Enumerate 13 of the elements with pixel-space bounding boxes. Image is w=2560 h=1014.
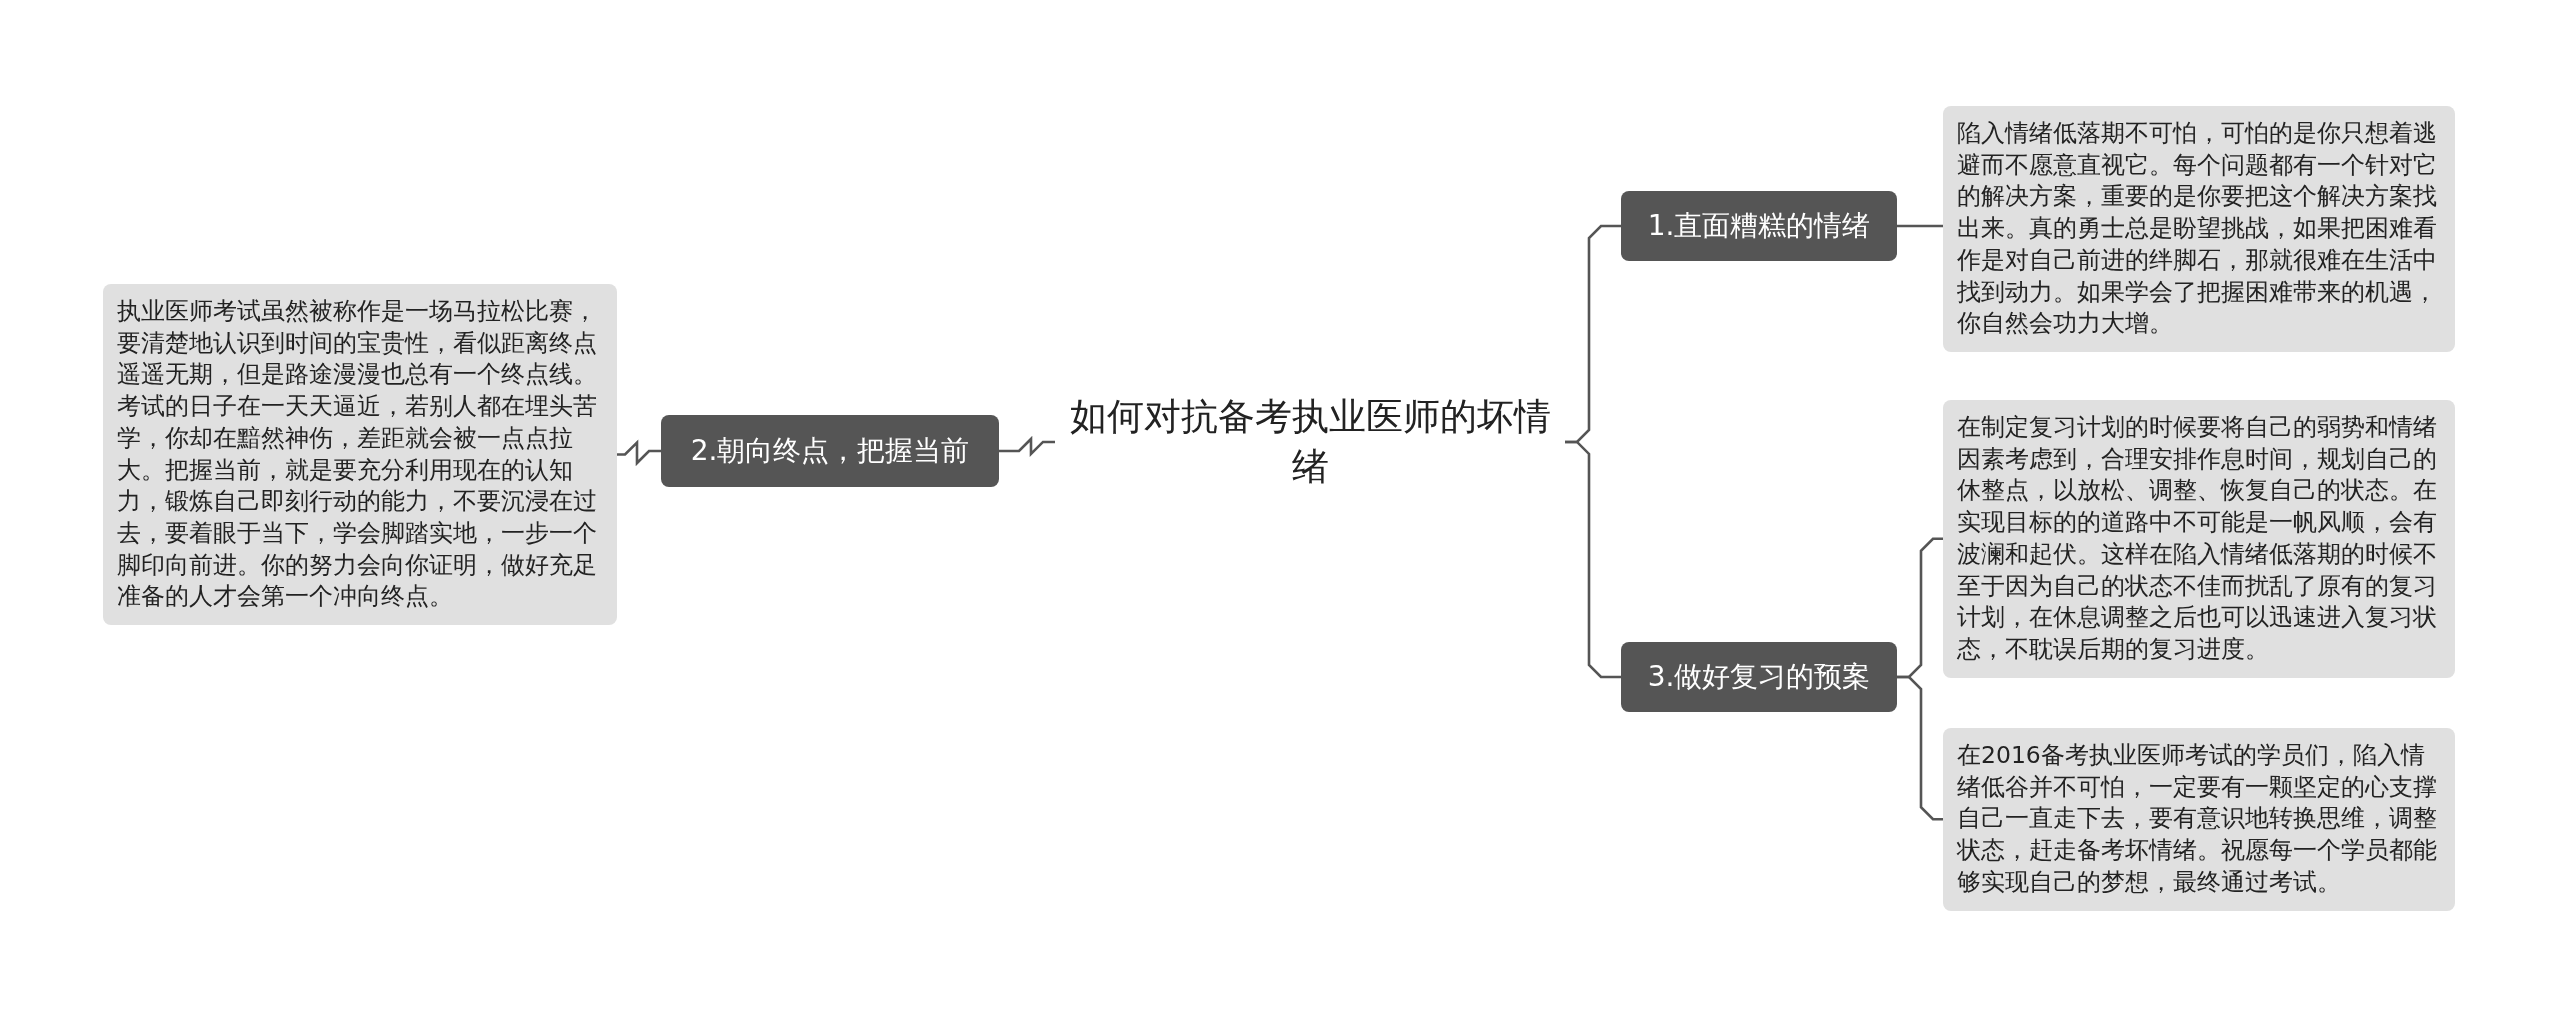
connector-line xyxy=(1897,224,1943,228)
note-card: 执业医师考试虽然被称作是一场马拉松比赛，要清楚地认识到时间的宝贵性，看似距离终点遥遥无期，但是路途漫漫也总有一个终点线。考试的日子在一天天逼近，若别人都在埋头苦学，你却在黯然神伤，差距就会被一点点拉大。把握当前，就是要充分利用现在的认知力，锻炼自己即刻行动的能力，不要沉浸在过去，要着眼于当下，学会脚踏实地，一步一个脚印向前进。你的努力会向你证明，做好充足准备的人才会第一个冲向终点。 xyxy=(103,284,617,626)
note-card: 在制定复习计划的时候要将自己的弱势和情绪因素考虑到，合理安排作息时间，规划自己的休整点，以放松、调整、恢复自己的状态。在实现目标的的道路中不可能是一帆风顺，会有波澜和起伏。这样在陷入情绪低落期的时候不至于因为自己的状态不佳而扰乱了原有的复习计划，在休息调整之后也可以迅速进入复习状态，不耽误后期的复习进度。 xyxy=(1943,400,2455,678)
connector-line xyxy=(999,435,1055,458)
note-card: 陷入情绪低落期不可怕，可怕的是你只想着逃避而不愿意直视它。每个问题都有一个针对它的解决方案，重要的是你要把这个解决方案找出来。真的勇士总是盼望挑战，如果把困难看作是对自己前进的绊脚石，那就很难在生活中找到动力。如果学会了把握困难带来的机遇，你自然会功力大增。 xyxy=(1943,106,2455,352)
connector-line xyxy=(1565,440,1621,679)
note-card: 在2016备考执业医师考试的学员们，陷入情绪低谷并不可怕，一定要有一颗坚定的心支撑自己一直走下去，要有意识地转换思维，调整状态，赶走备考坏情绪。祝愿每一个学员都能够实现自己的梦想，最终通过考试。 xyxy=(1943,728,2455,911)
central-topic: 如何对抗备考执业医师的坏情绪 xyxy=(1055,392,1565,492)
connector-line xyxy=(617,439,661,467)
connector-line xyxy=(1897,675,1943,821)
topic-box: 1.直面糟糕的情绪 xyxy=(1621,191,1897,261)
topic-box: 2.朝向终点，把握当前 xyxy=(661,415,999,487)
topic-box: 3.做好复习的预案 xyxy=(1621,642,1897,712)
